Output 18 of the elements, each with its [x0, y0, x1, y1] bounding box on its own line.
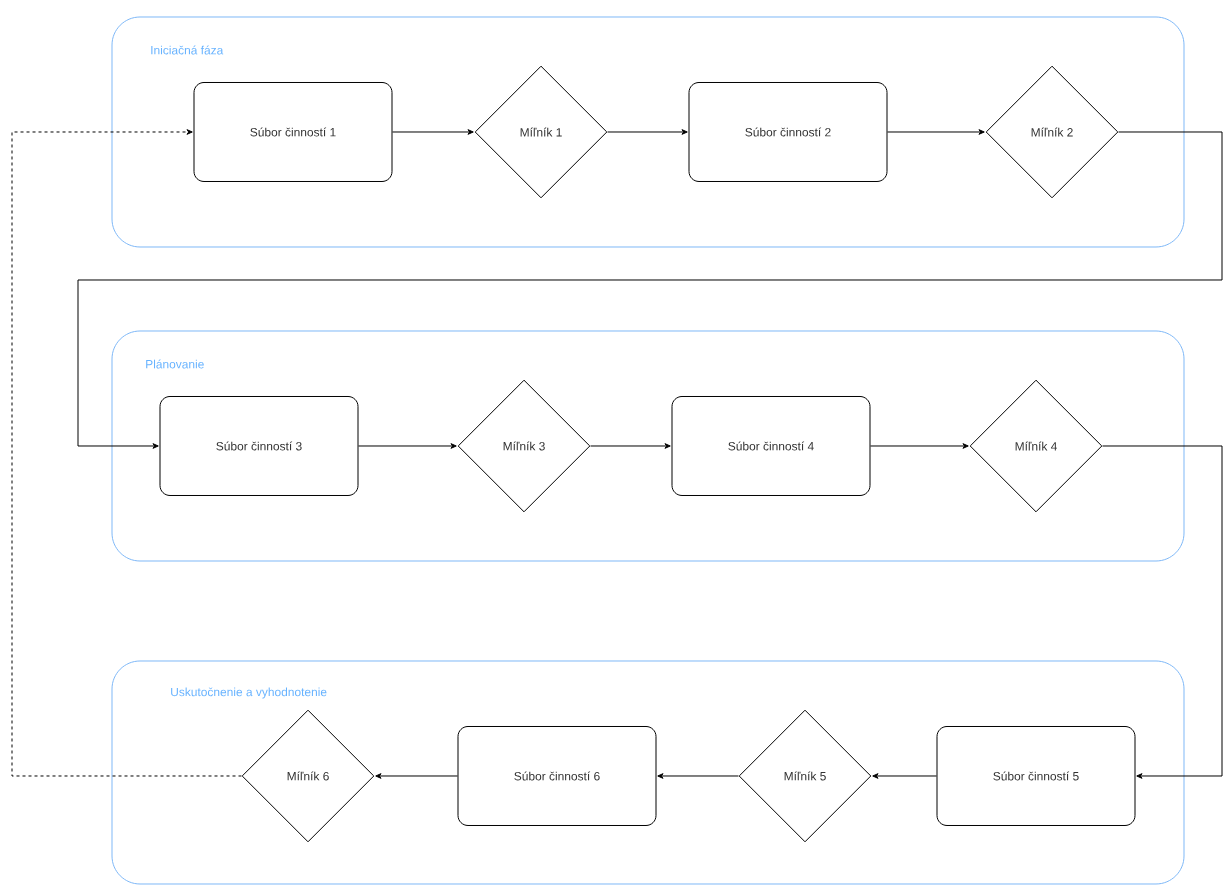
arrow	[77, 131, 1223, 449]
arrow	[1102, 445, 1223, 779]
arrow	[358, 443, 457, 449]
process-box: Súbor činností 1	[193, 82, 393, 182]
process-box: Súbor činností 3	[159, 396, 359, 496]
arrow	[887, 129, 985, 135]
process-box: Súbor činností 6	[457, 726, 657, 826]
arrow	[392, 129, 474, 135]
process-box: Súbor činností 5	[936, 726, 1136, 826]
arrow	[872, 773, 937, 779]
arrow	[590, 443, 671, 449]
arrow	[870, 443, 969, 449]
arrow	[607, 129, 688, 135]
process-box: Súbor činností 4	[671, 396, 871, 496]
process-box: Súbor činností 2	[688, 82, 888, 182]
arrow	[11, 129, 242, 777]
arrow	[657, 773, 739, 779]
arrow	[375, 773, 458, 779]
